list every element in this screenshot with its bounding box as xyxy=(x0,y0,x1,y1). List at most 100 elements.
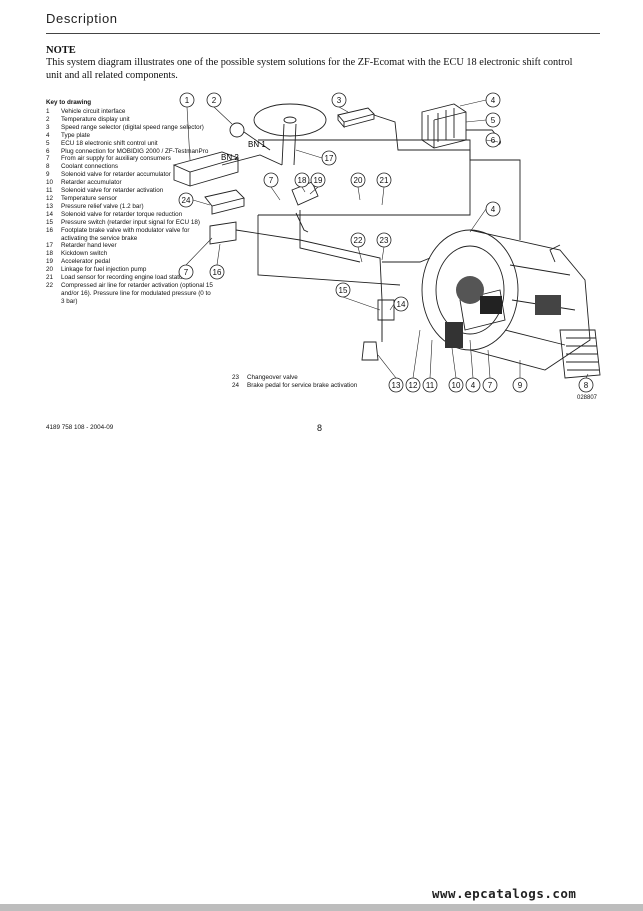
key-item-number: 14 xyxy=(46,210,54,218)
key-item-desc: Plug connection for MOBIDIG 2000 / ZF-Te… xyxy=(61,147,209,155)
key-item: 12 Temperature sensor xyxy=(46,195,216,203)
key-item-number: 13 xyxy=(46,202,54,210)
key-item: 15 Pressure switch (retarder input signal… xyxy=(46,219,216,227)
page-number: 8 xyxy=(317,423,323,433)
key-item-desc: Pressure relief valve (1.2 bar) xyxy=(61,202,144,210)
brake-pedal xyxy=(204,189,245,215)
temperature-display xyxy=(229,122,245,138)
callout-label: 7 xyxy=(184,268,189,277)
key-item-desc: Pressure switch (retarder input signal f… xyxy=(61,218,200,226)
wiring-line xyxy=(221,154,283,166)
valve-block xyxy=(445,322,463,348)
callout-label: 13 xyxy=(392,381,401,390)
key-item-desc: Vehicle circuit interface xyxy=(61,108,126,115)
key-item-number: 20 xyxy=(46,266,54,274)
key-item-number: 10 xyxy=(46,179,54,187)
callout-label: 19 xyxy=(314,176,323,185)
steering-wheel xyxy=(253,103,327,137)
key-item-desc: Coolant connections xyxy=(61,163,119,171)
key-item: 13 Pressure relief valve (1.2 bar) xyxy=(46,203,216,211)
key-item-desc: ECU 18 electronic shift control unit xyxy=(61,139,158,147)
key-item: 5 ECU 18 electronic shift control unit xyxy=(46,140,216,148)
steering-hub xyxy=(283,116,297,124)
key-item-desc: Type plate xyxy=(61,131,91,139)
callout-label: 11 xyxy=(426,381,435,390)
key-item: 19 Accelerator pedal xyxy=(46,258,216,266)
key-item-number: 8 xyxy=(46,163,50,171)
callout-label: 23 xyxy=(380,236,389,245)
key-item-number: 19 xyxy=(46,258,54,266)
callout-label: 4 xyxy=(471,381,476,390)
document-number: 4189 758 108 - 2004-09 xyxy=(46,424,114,431)
callout-label: 14 xyxy=(397,300,406,309)
pressure-line xyxy=(299,210,361,263)
key-item-number: 24 xyxy=(232,381,240,389)
key-item-desc: Speed range selector (digital speed rang… xyxy=(61,123,204,131)
key-title: Key to drawing xyxy=(46,99,92,106)
callout-label: 17 xyxy=(325,154,334,163)
key-item-number: 21 xyxy=(46,274,54,282)
frame-edge xyxy=(257,215,401,286)
callout-label: 7 xyxy=(488,381,493,390)
key-item-desc: Retarder accumulator xyxy=(61,179,122,187)
pedal-linkage xyxy=(295,212,309,233)
callout-label: 10 xyxy=(452,381,461,390)
key-item-number: 7 xyxy=(46,155,50,163)
speed-range-selector xyxy=(337,107,375,129)
system-diagram: BN 2 BN 1 1 2 3 4 5 6 xyxy=(172,92,601,393)
cooler-fins xyxy=(566,337,599,371)
transmission-body xyxy=(469,229,591,371)
page-title: Description xyxy=(46,11,118,26)
pressure-relief-valve xyxy=(361,341,379,361)
steering-column xyxy=(281,123,297,166)
key-item-desc: Footplate brake valve with modulator val… xyxy=(61,226,190,242)
key-item: 6 Plug connection for MOBIDIG 2000 / ZF-T… xyxy=(46,148,216,156)
retarder-cooler xyxy=(559,329,601,379)
solenoid-block xyxy=(480,296,502,314)
note-text: This system diagram illustrates one of t… xyxy=(46,57,573,81)
key-item-number: 6 xyxy=(46,147,50,155)
key-item-desc: Accelerator pedal xyxy=(61,258,111,266)
key-item-number: 23 xyxy=(232,374,240,381)
watermark: www.epcatalogs.com xyxy=(432,886,577,901)
key-item-desc: Temperature sensor xyxy=(61,194,117,202)
key-item: 10 Retarder accumulator xyxy=(46,179,216,187)
callout-label: 5 xyxy=(491,116,496,125)
callout-label: 15 xyxy=(339,286,348,295)
callout-label: 3 xyxy=(337,96,342,105)
callout-label: 6 xyxy=(491,136,496,145)
footplate-brake-valve xyxy=(209,221,237,245)
air-line xyxy=(382,257,431,263)
key-item: 23 Changeover valve xyxy=(232,374,362,382)
key-item-number: 5 xyxy=(46,139,50,147)
key-item-number: 22 xyxy=(46,281,54,289)
key-item-number: 12 xyxy=(46,194,54,202)
key-item-desc: Changeover valve xyxy=(247,374,298,381)
callout-label: 16 xyxy=(213,268,222,277)
air-line xyxy=(235,229,383,340)
callout-label: 2 xyxy=(212,96,217,105)
callout-label: 7 xyxy=(269,176,274,185)
callout-label: 1 xyxy=(185,96,190,105)
key-item-number: 9 xyxy=(46,171,50,179)
callout-label: 4 xyxy=(491,205,496,214)
key-item-desc: Brake pedal for service brake activation xyxy=(247,381,358,389)
transmission-flange xyxy=(435,245,505,335)
header-divider xyxy=(46,33,600,34)
callout-label: 24 xyxy=(182,196,191,205)
callout-label: 20 xyxy=(354,176,363,185)
key-item: 8 Coolant connections xyxy=(46,163,216,171)
type-plate xyxy=(549,244,561,263)
key-item-number: 1 xyxy=(46,108,50,115)
callout-label: 8 xyxy=(584,381,589,390)
key-item-number: 15 xyxy=(46,218,54,226)
key-list-column-2: 23 Changeover valve 24 Brake pedal for ser… xyxy=(232,374,362,390)
tag-bn1: BN 1 xyxy=(248,140,266,149)
